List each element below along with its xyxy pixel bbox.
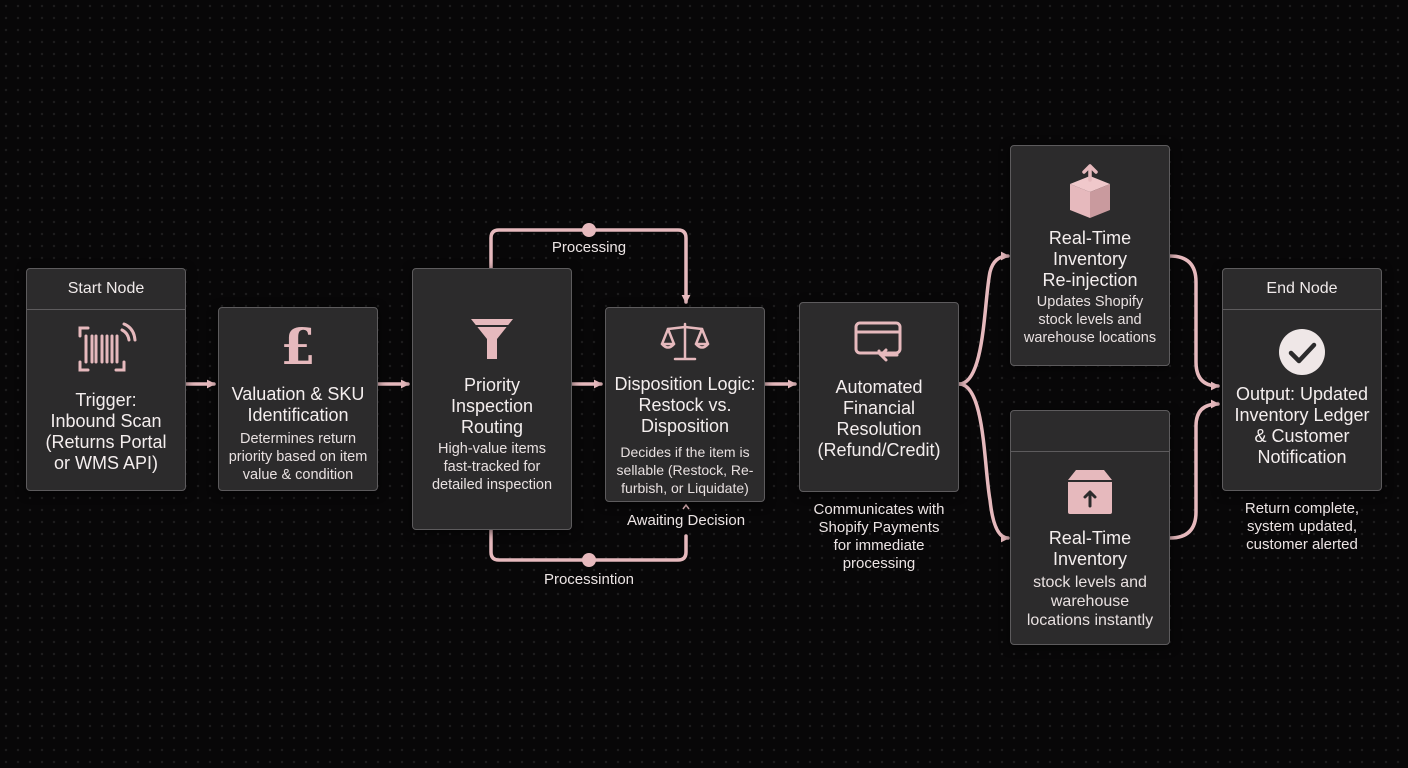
financial-node-title: Automated Financial Resolution (Refund/C… [817, 377, 941, 460]
inventory-node-title: Real-Time Inventory [1048, 528, 1132, 569]
financial-node-note: Communicates with Shopify Payments for i… [813, 501, 945, 572]
start-node-title: Trigger: Inbound Scan (Returns Portal or… [45, 390, 167, 473]
end-node-title: Output: Updated Inventory Ledger & Custo… [1234, 384, 1370, 467]
end-node[interactable]: End Node Output: Updated Inventory Ledge… [1222, 268, 1382, 491]
barcode-scan-icon [27, 322, 185, 376]
scales-icon [606, 320, 764, 364]
processing-top-label: Processing [551, 239, 627, 256]
merge-from-inventory [1168, 399, 1220, 540]
merge-from-reinjection [1168, 254, 1220, 391]
inventory-node-header [1011, 411, 1169, 452]
valuation-node[interactable]: £ Valuation & SKU Identification Determi… [218, 307, 378, 491]
reinjection-node-desc: Updates Shopify stock levels and warehou… [1023, 294, 1157, 346]
box-export-icon [1011, 164, 1169, 220]
funnel-icon [413, 315, 571, 363]
inventory-node-desc: stock levels and warehouse locations ins… [1026, 574, 1154, 629]
disposition-node[interactable]: Disposition Logic: Restock vs. Dispositi… [605, 307, 765, 502]
loop-dot-bottom [582, 553, 596, 567]
processing-bottom-label: Processintion [543, 571, 635, 588]
start-node[interactable]: Start Node Trigger: Inbound Scan (Return… [26, 268, 186, 491]
disposition-node-title: Disposition Logic: Restock vs. Dispositi… [614, 374, 756, 436]
valuation-node-desc: Determines return priority based on item… [228, 431, 368, 483]
card-refund-icon [800, 319, 958, 363]
pound-sign-icon: £ [280, 317, 316, 376]
box-import-icon [1011, 468, 1169, 516]
priority-node-desc: High-value items fast-tracked for detail… [431, 441, 553, 493]
inventory-node[interactable]: Real-Time Inventory stock levels and war… [1010, 410, 1170, 645]
valuation-node-title: Valuation & SKU Identification [231, 384, 365, 425]
awaiting-caret [682, 503, 690, 510]
branch-to-reinjection [957, 251, 1010, 386]
branch-to-inventory [957, 382, 1010, 543]
start-node-header: Start Node [27, 269, 185, 310]
loop-dot-top [582, 223, 596, 237]
priority-node[interactable]: Priority Inspection Routing High-value i… [412, 268, 572, 530]
end-node-header: End Node [1223, 269, 1381, 310]
reinjection-node[interactable]: Real-Time Inventory Re-injection Updates… [1010, 145, 1170, 366]
awaiting-decision-label: Awaiting Decision [626, 512, 746, 529]
check-circle-icon [1223, 328, 1381, 376]
disposition-node-desc: Decides if the item is sellable (Restock… [616, 444, 754, 496]
priority-node-title: Priority Inspection Routing [450, 375, 534, 437]
end-node-note: Return complete, system updated, custome… [1244, 500, 1360, 553]
financial-node[interactable]: Automated Financial Resolution (Refund/C… [799, 302, 959, 492]
reinjection-node-title: Real-Time Inventory Re-injection [1042, 228, 1138, 290]
